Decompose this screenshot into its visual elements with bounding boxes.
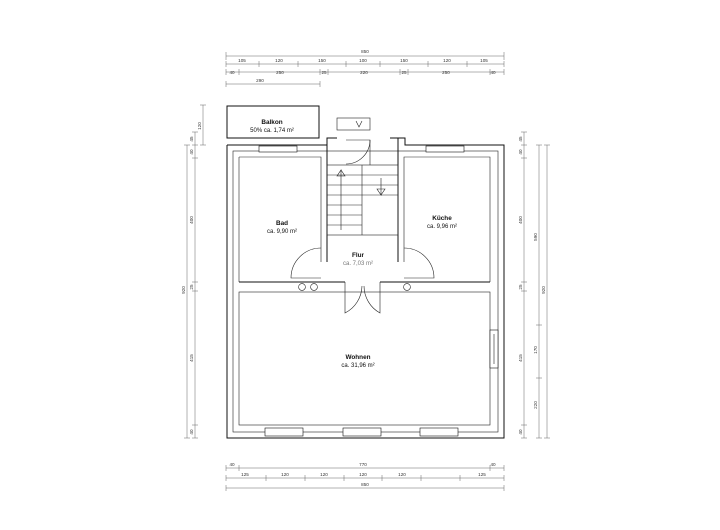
room-name-kueche: Küche [432, 215, 452, 222]
dim-top-row1-2: 120 [275, 58, 283, 63]
dim-right-a-6: 40 [518, 429, 523, 435]
dim-top-total: 850 [361, 49, 369, 54]
dim-bottom-row1-1: 40 [229, 462, 235, 467]
staircase [326, 120, 399, 236]
dim-top-row2-5: 25 [401, 70, 407, 75]
dim-bottom-row2-1: 125 [241, 472, 249, 477]
dim-right-a-2: 40 [518, 149, 523, 155]
dim-top-row1-1: 105 [238, 58, 246, 63]
bottom-dimensions: 40 770 40 125 120 120 120 120 125 850 [225, 462, 505, 491]
room-area-wohnen: ca. 31,96 m² [341, 363, 374, 369]
dim-bottom-row2-3: 120 [320, 472, 328, 477]
room-area-bad: ca. 9,90 m² [267, 229, 297, 235]
dim-right-a-5: 415 [518, 354, 523, 362]
dim-right-c: 920 [541, 286, 546, 294]
dim-bottom-row2-6: 125 [478, 472, 486, 477]
dim-top-row2-6: 250 [442, 70, 450, 75]
room-label-balkon: Balkon 50% ca. 1,74 m² [250, 119, 294, 134]
dim-right-a-3: 400 [518, 216, 523, 224]
doors [290, 247, 435, 314]
room-label-flur: Flur ca. 7,03 m² [343, 252, 373, 267]
dim-right-a-1: 45 [518, 136, 523, 142]
dim-top-row2-2: 250 [276, 70, 284, 75]
dim-top-row1-7: 105 [480, 58, 488, 63]
dim-top-row2-7: 40 [490, 70, 496, 75]
dim-bottom-row2-4: 120 [359, 472, 367, 477]
top-dimensions: 850 105 120 150 100 150 120 105 40 250 2… [225, 49, 505, 87]
room-label-kueche: Küche ca. 9,96 m² [427, 215, 457, 230]
room-name-balkon: Balkon [261, 119, 282, 126]
left-dimensions: 920 120 45 40 400 25 415 40 [181, 104, 206, 439]
room-area-balkon: 50% ca. 1,74 m² [250, 128, 294, 134]
dim-left-inner-7: 40 [189, 429, 194, 435]
room-area-kueche: ca. 9,96 m² [427, 224, 457, 230]
dim-left-outer: 920 [181, 286, 186, 294]
dim-top-row2-4: 220 [360, 70, 368, 75]
dim-top-row1-6: 120 [443, 58, 451, 63]
room-name-bad: Bad [276, 220, 288, 227]
dim-bottom-row1-2: 770 [359, 462, 367, 467]
dim-right-b-2: 170 [533, 346, 538, 354]
walls [226, 105, 505, 439]
dim-left-inner-5: 25 [189, 284, 194, 290]
dim-right-a-4: 25 [518, 284, 523, 290]
room-name-flur: Flur [352, 252, 365, 259]
dim-bottom-total: 850 [361, 482, 369, 487]
dim-left-inner-3: 40 [189, 149, 194, 155]
dim-left-inner-4: 400 [189, 216, 194, 224]
dim-top-row1-5: 150 [400, 58, 408, 63]
dim-left-inner-6: 415 [189, 354, 194, 362]
dim-bottom-row2-2: 120 [281, 472, 289, 477]
windows [258, 145, 499, 437]
room-area-flur: ca. 7,03 m² [343, 261, 373, 267]
dim-bottom-row1-3: 40 [490, 462, 496, 467]
dim-top-row2-3: 25 [321, 70, 327, 75]
room-label-wohnen: Wohnen ca. 31,96 m² [341, 354, 374, 369]
dim-left-inner-1: 120 [197, 122, 202, 130]
dim-right-b-1: 590 [533, 233, 538, 241]
dim-bottom-row2-5: 120 [398, 472, 406, 477]
right-dimensions: 45 40 400 25 415 40 590 170 220 920 [518, 131, 550, 439]
dim-top-row2-1: 40 [229, 70, 235, 75]
dim-right-b-3: 220 [533, 401, 538, 409]
dim-top-row1-4: 100 [359, 58, 367, 63]
dim-top-row3: 290 [256, 78, 264, 83]
room-label-bad: Bad ca. 9,90 m² [267, 220, 297, 235]
room-name-wohnen: Wohnen [345, 354, 370, 361]
dim-top-row1-3: 150 [318, 58, 326, 63]
dim-left-inner-2: 45 [189, 136, 194, 142]
